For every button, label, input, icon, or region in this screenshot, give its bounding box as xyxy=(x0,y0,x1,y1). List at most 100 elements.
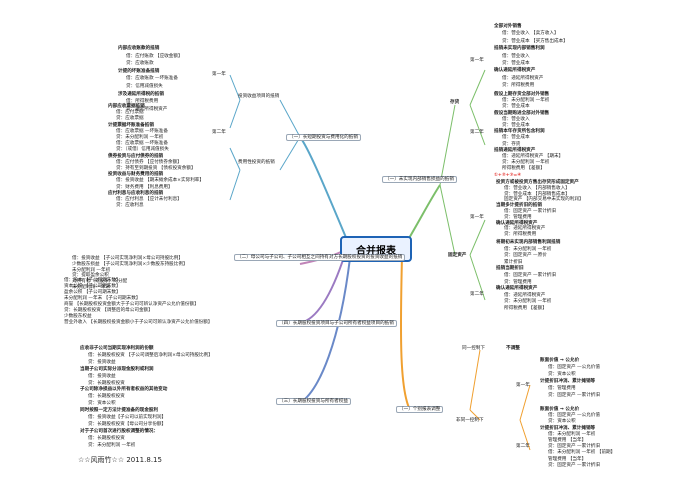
fixed-year2-lines-line: 借：固定资产 —累计折旧 xyxy=(504,273,556,278)
b6-year1-lines-line: 贷：固定资产 —累计折旧 xyxy=(548,393,600,398)
fixed-year2: 第二年 xyxy=(470,292,484,297)
fixed-year2-lines-line: 借：递延所得税资产 xyxy=(504,292,546,298)
branch-1-group-b-line: 借：投资收益 【期末摊余成本×实际利率】 xyxy=(116,178,204,184)
stock-year2-lines-line: 借：未分配利润 —年初 xyxy=(502,98,550,104)
branch-2-lines-line: 未分配利润 —年初 xyxy=(72,267,111,273)
stock-year2-lines-line: ①+②+③=④ xyxy=(494,172,522,178)
b6-year1-lines-line: 贷：资本公积 xyxy=(548,372,576,377)
branch-3-lines-line: 盈余公积 【子公司期末数】 xyxy=(64,290,121,295)
branch-1-sub-b[interactable]: 费用性投资的抵销 xyxy=(238,160,275,165)
b6-year2-lines-line: 借：固定资产 —公允价值 xyxy=(548,413,600,419)
stock-year2-lines-line: 贷：存货 xyxy=(502,141,521,147)
branch-1-group-b-line: 投资收益与财务费用的抵销 xyxy=(108,172,164,178)
fixed-year1-lines-line: 贷：所得税费用 xyxy=(504,232,537,238)
stock-year2-lines-line: 抵销本年存货所包含利润 xyxy=(494,129,545,135)
stock-year1-lines-line: 贷：营业成本 xyxy=(502,61,530,66)
b6-year2-lines-line: 计提折旧冲消、累计摊销等 xyxy=(540,425,596,431)
same-control-node[interactable]: 同一控制下 xyxy=(462,346,485,351)
branch-2-lines-line: 对所有者（或股东）的分配 xyxy=(72,279,128,285)
stock-year1-lines-line: 贷：所得税费用 xyxy=(502,83,535,89)
branch-1-group-b-line: 债券投资与应付债券的抵销 xyxy=(108,153,164,159)
fixed-year2-lines-line: 累计折旧 xyxy=(504,259,523,265)
b6-year2-lines-line: 管理费用 【当年】 xyxy=(548,438,587,443)
branch-4-lines-line: 借：长期股权投资 xyxy=(88,435,125,441)
stock-year2-lines-line: 借：营业成本 xyxy=(502,135,530,141)
fixed-year1: 第一年 xyxy=(470,215,484,220)
branch-4-lines-line: 借：长期股权投资 【子公司调整后净利润×母公司持股比例】 xyxy=(88,352,213,358)
fixed-year1-lines-line: 固定资产 【内部交易中未实现的利润】 xyxy=(504,197,584,203)
branch-4-lines-line: 对于子公司首次进行股权调整的情况： xyxy=(80,428,159,434)
stock-year2-lines-line: 假设当期购进全部对外销售 xyxy=(494,110,550,116)
stock-year2-lines-line: 借：递延所得税资产 【期末】 xyxy=(502,154,564,159)
b6-year1-lines-line: 计提折旧冲消、累计摊销等 xyxy=(540,379,596,384)
fixed-year1-lines-line: 借：递延所得税资产 xyxy=(504,226,546,232)
b6-year2-lines-line: 账面价值 → 公允价 xyxy=(540,407,580,412)
b6-year2: 第二年 xyxy=(516,444,530,449)
stock-year2-lines-line: 抵销递延所得税资产 xyxy=(494,147,536,153)
branch-1-group-b-line: 借：应付债券 【应付债券余额】 xyxy=(116,159,182,165)
branch-1-group-a-line: 贷：信用减值损失 xyxy=(126,84,163,89)
b6-year2-lines-line: 借：未分配利润 —年初 【前期】 xyxy=(548,450,616,456)
stock-year1: 第一年 xyxy=(470,58,484,63)
branch-2-lines-line: 少数股东损益 【子公司实现净利润×少数股东持股比例】 xyxy=(72,261,188,267)
branch-4-lines-line: 借：投资收益【子公司以前实现利润】 xyxy=(88,415,167,420)
branch-1-group-b-line: 内部应收票据抵销 xyxy=(108,104,145,109)
link-b3 xyxy=(299,253,346,324)
branch-3-lines-line: 贷：长期股权投资 【调整后的母公司金额】 xyxy=(64,308,153,313)
stock-year1-lines-line: 借：递延所得税资产 xyxy=(502,75,544,81)
branch-4-lines-line: 贷：长期股权投资【母公司分享份额】 xyxy=(88,421,167,427)
branch-2-node[interactable]: （二）母公司与子公司、子公司相互之间持有对方长期股权投资的投资收益的抵销 xyxy=(234,254,406,262)
branch-1-group-a-line: 贷：应收账款 xyxy=(126,61,154,67)
fixed-year2-lines-line: 抵销当期折旧 xyxy=(496,266,524,272)
fixed-year1-lines-line: 贷：营业成本 【内部销售成本】 xyxy=(504,191,570,197)
branch-1-group-b-line: 贷：应收利息 xyxy=(116,203,144,209)
fixed-year1-lines-line: 借：固定资产 —累计折旧 xyxy=(504,209,556,214)
branch-1-group-a-line: 贷：递延所得税资产 xyxy=(126,106,168,112)
branch-4-lines-line: 应收非子公司当期实现净利润的份额 xyxy=(80,346,154,351)
branch-4-lines-line: 借：长期股权投资 xyxy=(88,394,125,400)
branch-1-group-a-line: 借：应收账款 —坏账准备 xyxy=(126,76,178,82)
branch-1-year1: 第一年 xyxy=(212,72,226,77)
branch-4-lines-line: 贷：资本公积 xyxy=(88,401,116,407)
link-b5-sub xyxy=(439,69,486,301)
branch-1-group-b-line: 应付利息与应收利息的抵销 xyxy=(108,190,164,196)
stock-year2-lines-line: 贷：营业成本 xyxy=(502,123,530,128)
branch-5-node[interactable]: （一）未实现内部销售损益的抵销 xyxy=(382,176,457,184)
branch-4-lines-line: 贷：投资收益 xyxy=(88,359,116,365)
branch-3-lines-line: 少数股东权益 xyxy=(64,314,92,319)
fixed-year2-lines-line: 将期初未实现内部销售利润抵销 xyxy=(496,240,561,245)
branch-1-group-b-line: 贷：财务费用 【利息费用】 xyxy=(116,184,173,190)
stock-year1-lines-line: 全部对外销售 xyxy=(494,24,522,29)
fixed-year1-lines-line: 借：营业收入 【内部销售收入】 xyxy=(504,185,570,191)
branch-4-node[interactable]: （三）长期股权投资与所有者权益 xyxy=(276,398,351,406)
b6-year2-lines-line: 贷：固定资产 —累计折旧 xyxy=(548,462,600,468)
branch-1-group-b-line: 贷：持有至到期投资 【债权投资余额】 xyxy=(116,166,196,171)
branch-3-lines-line: 资本公积 【子公司期末数】 xyxy=(64,284,121,289)
branch-1-group-b-line: 贷：应收票据 xyxy=(116,116,144,122)
fixed-year1-lines-line: 贷：管理费用 xyxy=(504,214,532,220)
branch-1-group-b-line: 借：应付利息 【应计未付利息】 xyxy=(116,197,182,202)
stock-year2-lines-line: 假设上期存货全部对外销售 xyxy=(494,92,550,97)
branch-1-sub-a[interactable]: 投资收益项目的抵销 xyxy=(238,94,280,99)
branch-1-group-b-line: 贷：（或借）信用减值损失 xyxy=(116,147,169,153)
branch-4-lines-line: 子公司除净损益以外所有者权益的其他变动 xyxy=(80,387,168,393)
branch-3-node[interactable]: （四）长期股权投资项目与子公司所有者权益项目的抵销 xyxy=(276,320,397,328)
stock-year1-lines-line: 借：营业收入 【卖方收入】 xyxy=(502,31,559,37)
branch-1-group-b-line: 贷：未分配利润 —年初 xyxy=(116,135,164,140)
branch-4-lines-line: 当期子公司实际分派现金股利或利润 xyxy=(80,366,154,372)
branch-1-group-a-line: 计提的坏账准备抵销 xyxy=(118,68,160,74)
stock-node[interactable]: 存货 xyxy=(450,100,460,105)
branch-6-node[interactable]: （一）个别报表调整 xyxy=(396,406,444,414)
link-b1 xyxy=(299,136,351,248)
link-b4 xyxy=(299,257,351,404)
b6-year2-lines-line: 借：未分配利润 —年初 xyxy=(548,431,596,437)
branch-1-node[interactable]: （一）长短期投资与费用化的抵销 xyxy=(286,134,361,142)
nonsame-control-node[interactable]: 非同一控制下 xyxy=(456,418,484,423)
fixed-year2-lines-line: 贷：未分配利润 —年初 xyxy=(504,299,552,305)
b6-year2-lines-line: 管理费用 【当年】 xyxy=(548,456,587,462)
fixed-asset-node[interactable]: 固定资产 xyxy=(448,253,467,258)
stock-year1-lines-line: 借：营业收入 xyxy=(502,53,530,59)
b6-year2-lines-line: 贷：固定资产 —累计折旧 xyxy=(548,444,600,450)
branch-4-lines-line: 借：投资收益 xyxy=(88,373,116,379)
